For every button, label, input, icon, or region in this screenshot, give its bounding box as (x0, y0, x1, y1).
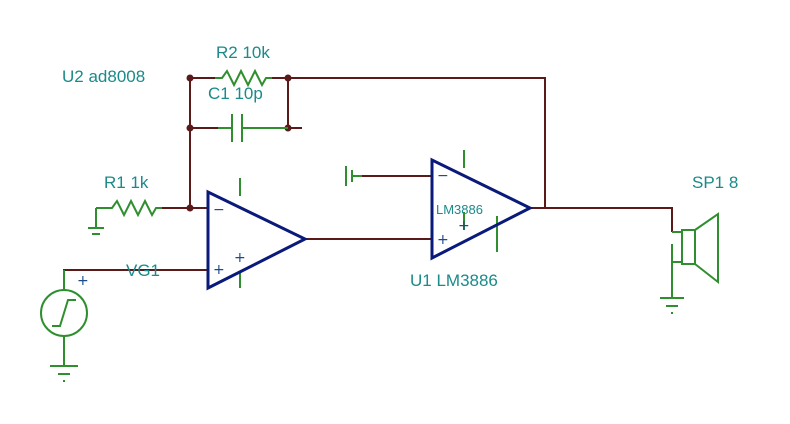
speaker-icon (671, 212, 719, 298)
label-sp1: SP1 8 (692, 173, 738, 192)
noninverting-input-sign: + (213, 262, 225, 278)
wires (63, 77, 673, 290)
opamp-u2: − + + (206, 178, 309, 291)
power-sign: + (234, 250, 246, 266)
opamp-u1: − + + LM3886 (345, 150, 534, 261)
wire-feedback-output (272, 77, 546, 208)
power-sign: + (458, 218, 470, 234)
junction-dot (284, 74, 292, 82)
inverting-input-sign: − (437, 168, 449, 184)
label-u1-inner: LM3886 (436, 202, 483, 217)
junction-dot (186, 204, 194, 212)
label-u1: U1 LM3886 (410, 271, 498, 290)
inverting-input-sign: − (213, 202, 225, 218)
noninverting-input-sign: + (437, 232, 449, 248)
ground-icon (88, 227, 104, 235)
label-u2: U2 ad8008 (62, 67, 145, 86)
resistor-r1 (95, 198, 162, 228)
label-r1: R1 1k (104, 173, 149, 192)
junction-dot (186, 74, 194, 82)
source-plus-sign: + (77, 273, 89, 289)
wire-u1-to-speaker (530, 207, 673, 232)
voltage-source-vg1 (40, 270, 88, 366)
label-vg1: VG1 (126, 261, 160, 280)
label-r2: R2 10k (216, 43, 270, 62)
capacitor-c1 (218, 114, 288, 142)
resistor-r2 (215, 68, 272, 88)
ground-icon (660, 297, 684, 314)
junctions (186, 74, 292, 212)
label-c1: C1 10p (208, 84, 263, 103)
ground-icon (50, 365, 78, 382)
junction-dot (186, 124, 194, 132)
